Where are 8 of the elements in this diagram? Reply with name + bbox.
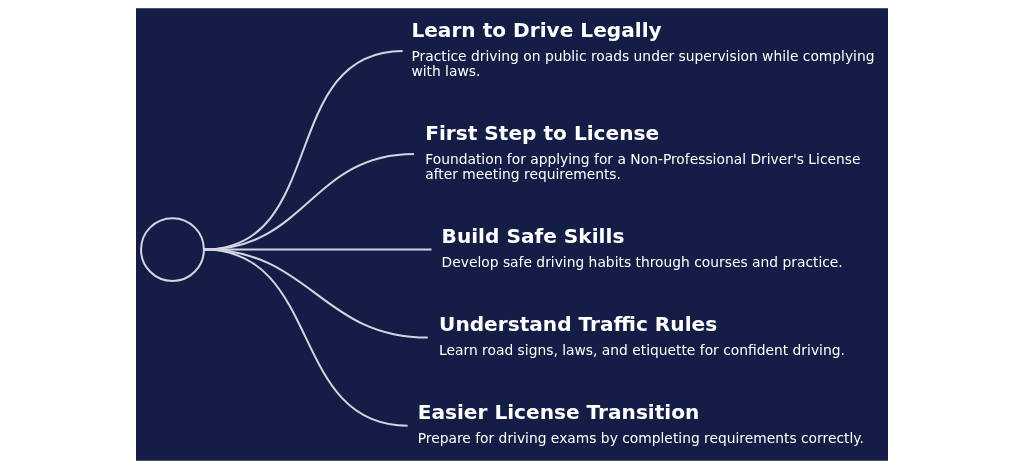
connector: [203, 248, 408, 427]
node-text: Build Safe Skills Develop safe driving habits through courses and practice.: [441, 224, 843, 270]
node-text: Understand Traffic Rules Learn road signs, laws, and etiquette for confident driving.: [439, 312, 845, 358]
node-circle: [140, 217, 205, 283]
connector: [203, 153, 414, 251]
node-text: Learn to Drive Legally Practice driving on public roads under supervision while complying with laws.: [411, 17, 875, 79]
node-text: First Step to License Foundation for applying for a Non-Professional Driver's License after meeting requirements.: [425, 120, 861, 182]
node-text: Easier License Transition Prepare for driving exams by completing requirements correctly.: [417, 400, 864, 446]
